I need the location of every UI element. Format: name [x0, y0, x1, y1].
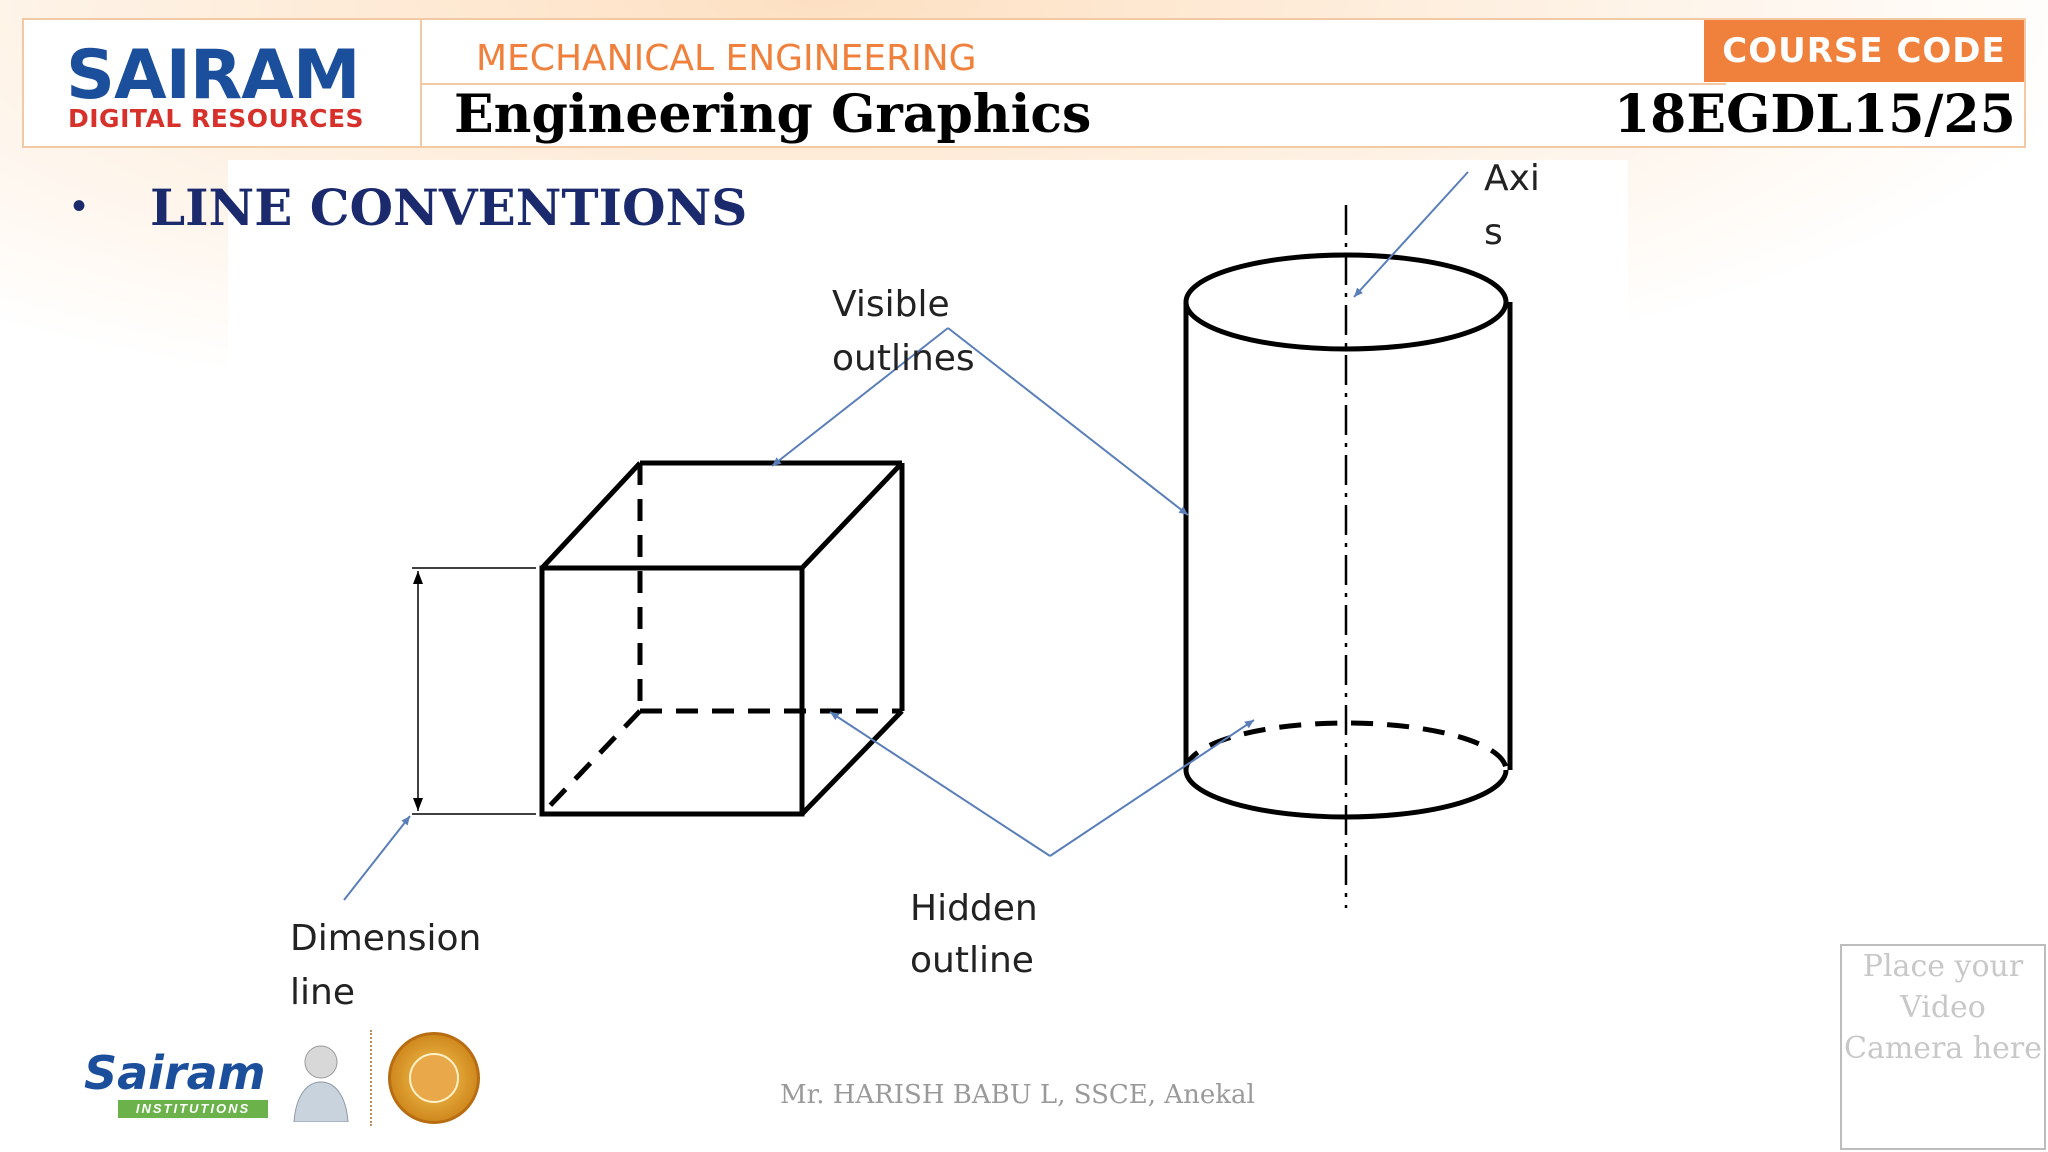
sairam-institutions-logo: Sairam INSTITUTIONS: [84, 1045, 349, 1122]
founder-portrait-icon: [293, 1045, 349, 1122]
course-code-value: 18EGDL15/25: [1614, 84, 2016, 145]
label-visible-line2: outlines: [832, 338, 975, 379]
camera-placeholder-text: Place your Video Camera here: [1844, 949, 2042, 1066]
axis-leader: [1353, 171, 1469, 298]
cube-top-right-edge: [800, 461, 904, 570]
cube-hidden-edges: [540, 463, 902, 816]
course-code-label: COURSE CODE: [1704, 20, 2024, 82]
header-banner: SAIRAM DIGITAL RESOURCES MECHANICAL ENGI…: [22, 18, 2026, 148]
hidden-outline-leader-right: [1049, 719, 1255, 857]
header-divider: [420, 83, 1726, 85]
section-title: LINE CONVENTIONS: [150, 178, 748, 237]
label-axis-line1: Axi: [1484, 158, 1540, 199]
hidden-outline-leader-left: [829, 711, 1051, 857]
subject-title: Engineering Graphics: [454, 84, 1092, 145]
cube-visible-edges: [539, 460, 905, 817]
cube-top-left-edge: [540, 461, 642, 570]
cube-front-face: [539, 565, 805, 817]
institution-seal-icon: [388, 1032, 480, 1124]
cube-hidden-diagonal: [540, 709, 642, 816]
logo-sub-text: DIGITAL RESOURCES: [68, 104, 365, 133]
logo-main-text: SAIRAM: [66, 36, 361, 115]
dimension-line: [412, 567, 536, 815]
label-dimension-line1: Dimension: [290, 918, 481, 959]
visible-outline-leader-left: [771, 327, 949, 467]
cube-bottom-right-edge: [800, 709, 904, 816]
label-axis-line2: s: [1484, 212, 1503, 253]
footer-divider: [370, 1030, 372, 1126]
presenter-credit: Mr. HARISH BABU L, SSCE, Anekal: [780, 1080, 1255, 1110]
seal-portrait-icon: [409, 1053, 459, 1103]
bullet-point: •: [72, 184, 87, 228]
label-dimension-line2: line: [290, 972, 355, 1013]
brand-subtext: INSTITUTIONS: [118, 1100, 268, 1118]
label-visible-line1: Visible: [832, 284, 950, 325]
slide-canvas: [228, 160, 1628, 1152]
department-title: MECHANICAL ENGINEERING: [476, 38, 977, 79]
brand-text: Sairam: [84, 1046, 266, 1100]
label-hidden-line1: Hidden: [910, 888, 1038, 929]
sairam-logo: SAIRAM DIGITAL RESOURCES: [24, 20, 422, 146]
visible-outline-leader-right: [947, 327, 1189, 516]
dimension-leader: [343, 815, 411, 901]
video-camera-placeholder: Place your Video Camera here: [1840, 944, 2046, 1150]
leader-lines: [343, 171, 1469, 901]
label-hidden-line2: outline: [910, 940, 1034, 981]
